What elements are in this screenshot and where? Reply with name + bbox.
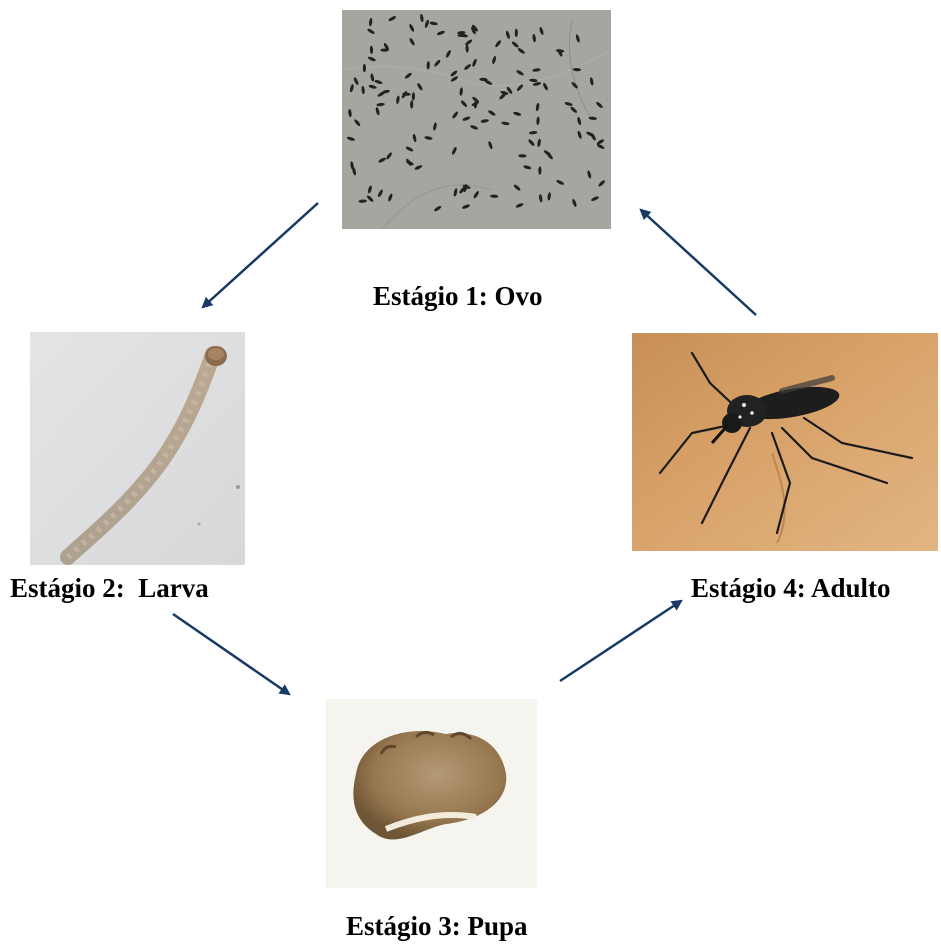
arrow-larva-to-pupa — [173, 614, 289, 694]
larva-photo — [30, 332, 245, 565]
stage-2-label: Estágio 2: Larva — [10, 575, 209, 602]
arrow-egg-to-larva — [203, 203, 318, 307]
adult-mosquito-photo — [632, 333, 938, 551]
egg-photo — [342, 10, 611, 229]
stage-1-label: Estágio 1: Ovo — [373, 283, 543, 310]
stage-3-label: Estágio 3: Pupa — [346, 913, 528, 940]
pupa-photo — [326, 699, 537, 888]
arrow-pupa-to-adult — [560, 601, 681, 681]
arrow-adult-to-egg — [641, 210, 756, 315]
stage-4-label: Estágio 4: Adulto — [691, 575, 891, 602]
